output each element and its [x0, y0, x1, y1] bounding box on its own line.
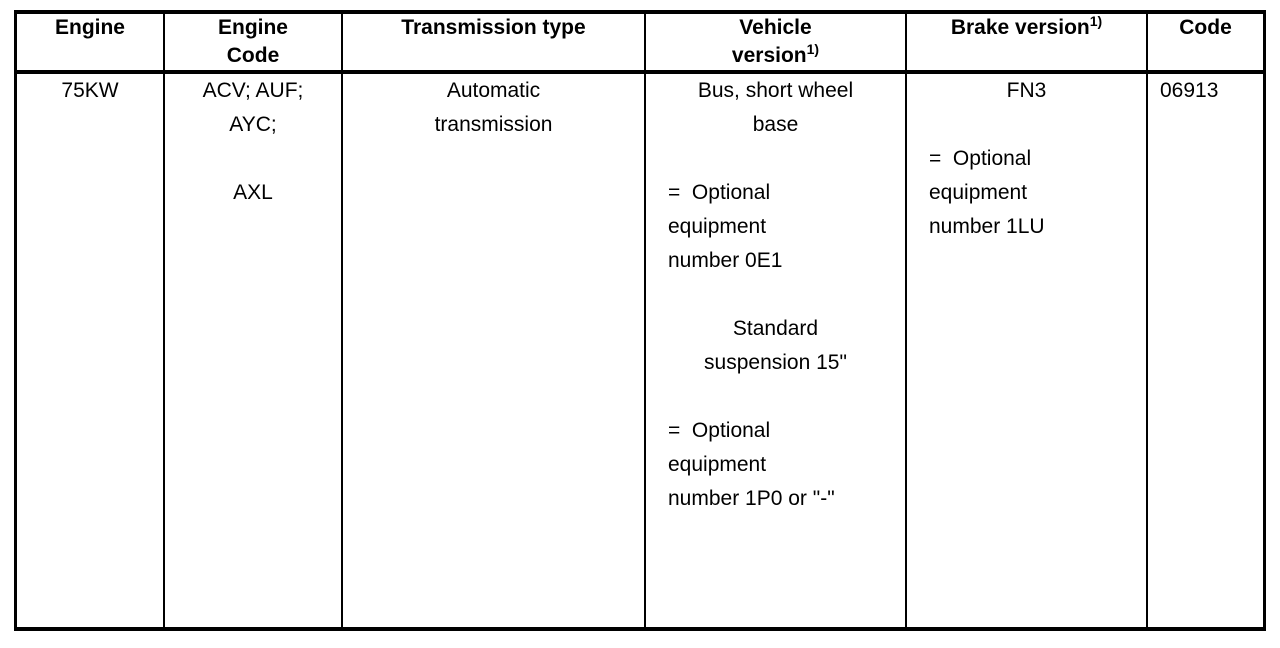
header-label-code: Code: [1179, 16, 1232, 39]
header-label-transmission-type: Transmission type: [401, 16, 586, 39]
cell-text-line: Standard: [732, 317, 819, 340]
table-row: 75KW ACV; AUF; AYC; AXL Automatic transmiss…: [14, 72, 1266, 629]
cell-text-line: number 0E1: [668, 249, 783, 272]
cell-blank-line: [165, 142, 341, 176]
column-header-engine: Engine: [14, 12, 165, 74]
cell-text-line: ACV; AUF;: [202, 79, 304, 102]
cell-text-line: equipment: [929, 181, 1028, 204]
cell-blank-line: [646, 380, 905, 414]
cell-text-line: 75KW: [61, 79, 119, 102]
cell-text-line: Bus, short wheel: [697, 79, 854, 102]
cell-code: 06913: [1146, 72, 1266, 629]
cell-lines-engine-code: ACV; AUF; AYC; AXL: [165, 74, 341, 210]
cell-value-code: 06913: [1160, 79, 1219, 102]
column-header-transmission-type: Transmission type: [341, 12, 646, 74]
cell-transmission-type: Automatic transmission: [341, 72, 646, 629]
cell-text-line: suspension 15": [704, 351, 847, 374]
cell-text-line: number 1P0 or "-": [668, 487, 835, 510]
column-header-code: Code: [1146, 12, 1266, 74]
cell-blank-line: [907, 108, 1146, 142]
cell-text-line: Automatic: [446, 79, 541, 102]
cell-brake-version: FN3 = Optional equipment number 1LU: [905, 72, 1148, 629]
cell-text-line: FN3: [1006, 79, 1047, 102]
header-label-brake-version: Brake version: [950, 16, 1090, 39]
cell-blank-line: [646, 278, 905, 312]
cell-engine: 75KW: [14, 72, 165, 629]
cell-text-line: = Optional: [668, 419, 771, 442]
cell-text-line: transmission: [434, 113, 553, 136]
cell-lines-vehicle-version: Bus, short wheel base = Optional equipment n…: [646, 74, 905, 516]
cell-lines-transmission-type: Automatic transmission: [343, 74, 644, 142]
cell-text-line: AXL: [233, 181, 273, 204]
column-header-brake-version: Brake version1): [905, 12, 1148, 74]
table-body: 75KW ACV; AUF; AYC; AXL Automatic transmiss…: [14, 72, 1266, 629]
cell-lines-engine: 75KW: [17, 74, 163, 108]
header-label-engine: Engine: [54, 16, 125, 39]
cell-text-line: base: [752, 113, 799, 136]
footnote-marker-brake-version: 1): [1089, 13, 1103, 29]
cell-vehicle-version: Bus, short wheel base = Optional equipment n…: [644, 72, 907, 629]
cell-text-line: = Optional: [668, 181, 771, 204]
cell-text-line: AYC;: [229, 113, 277, 136]
cell-text-line: equipment: [668, 453, 767, 476]
cell-text-line: = Optional: [929, 147, 1032, 170]
footnote-marker-vehicle-version: 1): [806, 41, 820, 57]
cell-lines-brake-version: FN3 = Optional equipment number 1LU: [907, 74, 1146, 244]
cell-blank-line: [646, 142, 905, 176]
cell-engine-code: ACV; AUF; AYC; AXL: [163, 72, 343, 629]
cell-text-line: equipment: [668, 215, 767, 238]
cell-text-line: number 1LU: [929, 215, 1045, 238]
